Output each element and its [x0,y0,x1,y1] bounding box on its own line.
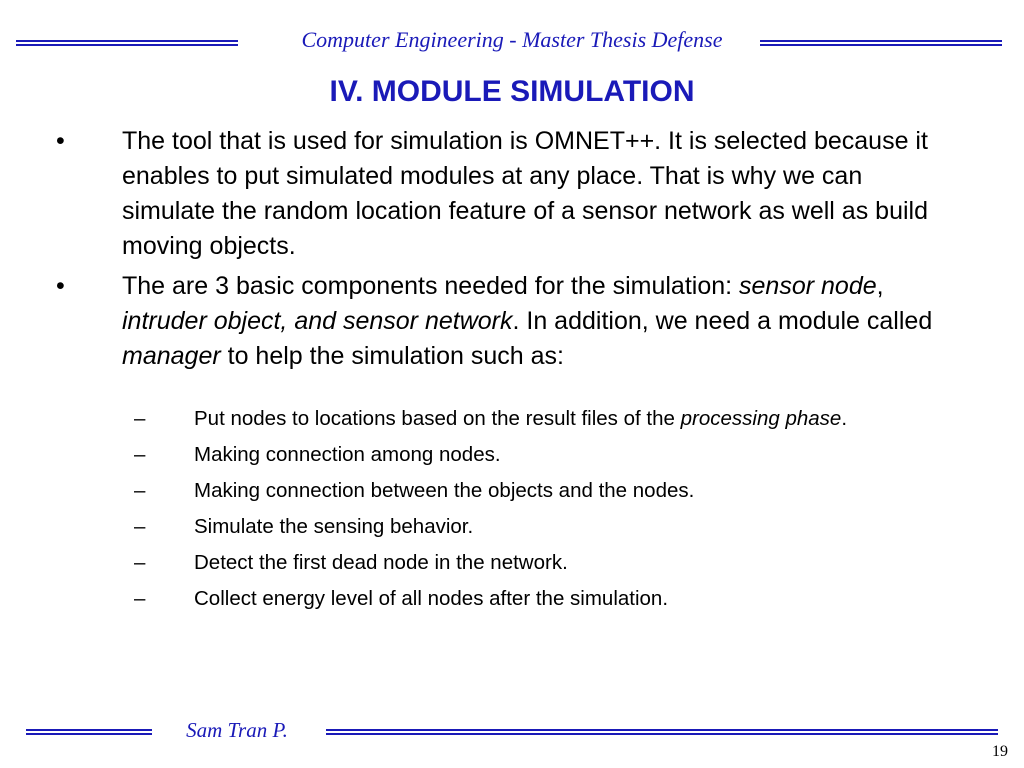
bullet-marker: • [56,127,65,155]
bullet-text-part: , [876,272,884,300]
sub-bullet-text: Simulate the sensing behavior. [194,515,474,538]
sub-bullet-emphasis-processing-phase: processing phase [680,407,842,430]
sub-bullet-text: Detect the first dead node in the networ… [194,551,568,574]
sub-bullet-text-part: . [841,407,848,430]
header-title: Computer Engineering - Master Thesis Def… [301,27,723,52]
bullet-item-components: • The are 3 basic components needed for … [0,269,1024,374]
bullet-text: The tool that is used for simulation is … [122,127,928,260]
footer-author: Sam Tran P. [186,718,288,742]
sub-bullet-list: – Put nodes to locations based on the re… [0,402,1024,615]
sub-bullet-marker: – [134,515,146,538]
sub-bullet-energy: – Collect energy level of all nodes afte… [0,582,1024,615]
sub-bullet-put-nodes: – Put nodes to locations based on the re… [0,402,1024,435]
sub-bullet-marker: – [134,479,146,502]
header-rule-left [16,40,238,46]
header-rule-right [760,40,1002,46]
sub-bullet-marker: – [134,551,146,574]
bullet-text-part: . In addition, we need a module called [512,307,933,335]
sub-bullet-dead-node: – Detect the first dead node in the netw… [0,546,1024,579]
sub-bullet-text: Making connection among nodes. [194,443,501,466]
sub-bullet-connection-objects: – Making connection between the objects … [0,474,1024,507]
sub-bullet-marker: – [134,587,146,610]
bullet-text-part: to help the simulation such as: [220,342,564,370]
bullet-emphasis-manager: manager [122,342,221,370]
slide-title: IV. MODULE SIMULATION [329,75,695,108]
sub-bullet-text: Collect energy level of all nodes after … [194,587,669,610]
footer-rule-right [326,729,998,735]
bullet-text-part: The are 3 basic components needed for th… [122,272,740,300]
sub-bullet-marker: – [134,443,146,466]
page-number: 19 [992,743,1008,760]
sub-bullet-sensing: – Simulate the sensing behavior. [0,510,1024,543]
sub-bullet-marker: – [134,407,146,430]
bullet-emphasis-intruder-object: intruder object, and sensor network [122,307,513,335]
bullet-emphasis-sensor-node: sensor node [739,272,877,300]
bullet-item-tool: • The tool that is used for simulation i… [0,124,1024,264]
sub-bullet-text-part: Put nodes to locations based on the resu… [194,407,681,430]
slide-content: • The tool that is used for simulation i… [0,124,1024,618]
bullet-marker: • [56,272,65,300]
footer-rule-left [26,729,152,735]
sub-bullet-connection-nodes: – Making connection among nodes. [0,438,1024,471]
sub-bullet-text: Making connection between the objects an… [194,479,695,502]
